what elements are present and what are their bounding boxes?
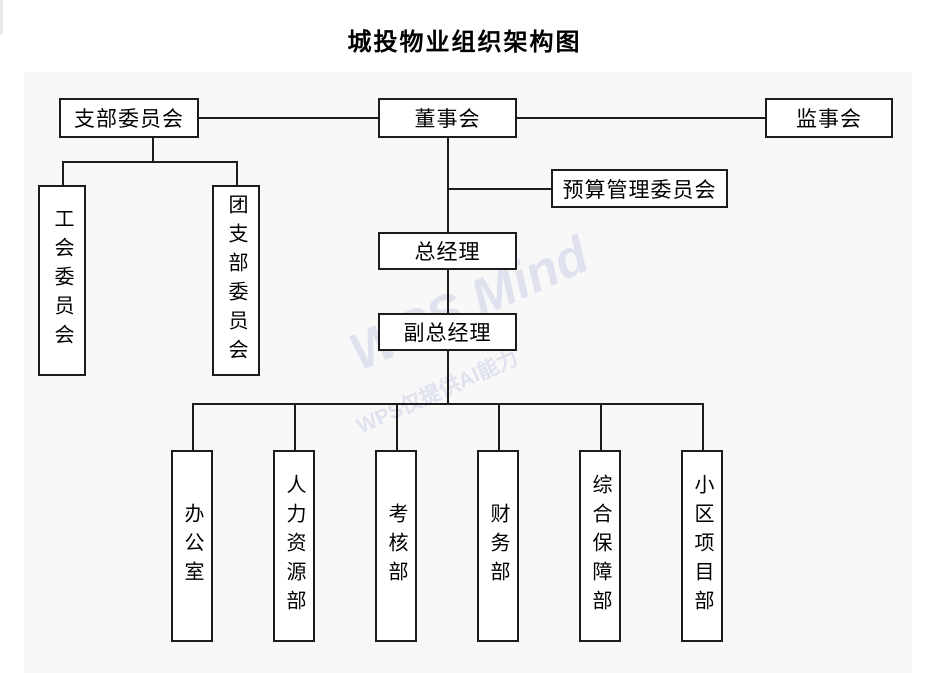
node-general-manager[interactable]: 总经理	[378, 232, 517, 270]
connector-department-bus	[192, 403, 702, 405]
connector-to-youth-branch	[236, 161, 238, 185]
connector-deputy-stem	[447, 351, 449, 404]
node-budget-committee[interactable]: 预算管理委员会	[551, 169, 728, 208]
node-label: 工会委员会	[51, 208, 73, 353]
node-youth-league-branch[interactable]: 团支部委员会	[212, 185, 260, 376]
node-label: 预算管理委员会	[562, 177, 717, 202]
node-supervisory-board[interactable]: 监事会	[765, 98, 893, 138]
watermark: WPS Mind WPS仅提供AI能力	[341, 226, 642, 448]
page-title: 城投物业组织架构图	[347, 30, 582, 56]
node-label: 团支部委员会	[225, 193, 247, 368]
page-left-rule	[0, 0, 3, 34]
connector-board-to-supervisory	[517, 117, 765, 119]
node-finance-dept[interactable]: 财务部	[477, 450, 519, 642]
connector-to-assessment	[396, 403, 398, 450]
node-party-branch[interactable]: 支部委员会	[59, 98, 199, 138]
connector-to-office	[192, 403, 194, 450]
connector-to-union	[62, 161, 64, 185]
node-label: 总经理	[414, 240, 481, 264]
node-label: 支部委员会	[74, 107, 184, 131]
node-board[interactable]: 董事会	[378, 98, 517, 138]
node-human-resources[interactable]: 人力资源部	[273, 450, 315, 642]
node-community-project-dept[interactable]: 小区项目部	[681, 450, 723, 642]
watermark-sub-text: WPS仅提供AI能力	[353, 346, 522, 439]
node-union-committee[interactable]: 工会委员会	[38, 185, 86, 376]
node-label: 考核部	[385, 502, 407, 590]
node-label: 副总经理	[403, 321, 492, 345]
node-assessment-dept[interactable]: 考核部	[375, 450, 417, 642]
connector-gm-to-deputy	[447, 270, 449, 314]
connector-to-finance	[498, 403, 500, 450]
connector-to-hr	[294, 403, 296, 450]
connector-board-spine	[447, 138, 449, 233]
node-label: 人力资源部	[283, 473, 305, 619]
node-label: 综合保障部	[589, 473, 611, 619]
connector-party-to-board	[199, 117, 378, 119]
connector-to-community-project	[702, 403, 704, 450]
node-label: 小区项目部	[691, 473, 713, 619]
node-label: 董事会	[414, 107, 481, 131]
connector-to-support	[600, 403, 602, 450]
connector-board-to-budget	[447, 188, 551, 190]
node-label: 办公室	[181, 502, 203, 590]
node-deputy-general-manager[interactable]: 副总经理	[378, 313, 517, 351]
node-label: 财务部	[487, 502, 509, 590]
node-label: 监事会	[796, 107, 862, 131]
node-office[interactable]: 办公室	[171, 450, 213, 642]
connector-party-stem	[152, 138, 154, 161]
diagram-canvas: WPS Mind WPS仅提供AI能力 支部委员	[24, 72, 912, 673]
connector-party-branch-bar	[62, 161, 238, 163]
node-support-dept[interactable]: 综合保障部	[579, 450, 621, 642]
